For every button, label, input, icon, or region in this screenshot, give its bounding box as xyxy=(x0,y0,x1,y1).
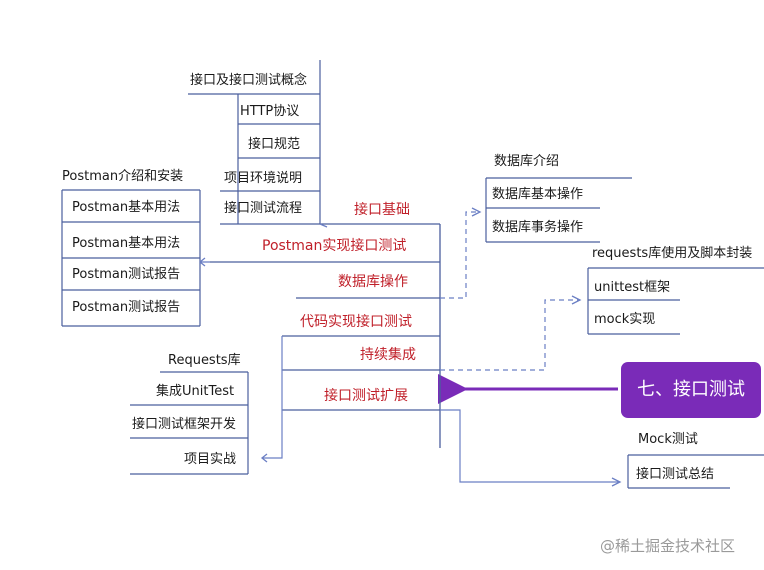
postman-item[interactable]: Postman基本用法 xyxy=(72,200,181,215)
postman-item[interactable]: Postman测试报告 xyxy=(72,267,181,282)
code-item[interactable]: 集成UnitTest xyxy=(156,384,235,399)
postman-title[interactable]: Postman介绍和安装 xyxy=(62,169,184,184)
basics-item[interactable]: 接口测试流程 xyxy=(224,201,303,216)
code-item[interactable]: 接口测试框架开发 xyxy=(132,417,237,432)
extension-item[interactable]: 接口测试总结 xyxy=(636,467,715,482)
basics-item[interactable]: 接口规范 xyxy=(248,137,301,152)
database-item[interactable]: 数据库事务操作 xyxy=(492,220,584,235)
watermark: @稀土掘金技术社区 xyxy=(600,537,736,555)
branch-extension[interactable]: 接口测试扩展 xyxy=(324,388,408,404)
branch-code-impl[interactable]: 代码实现接口测试 xyxy=(300,314,412,330)
branch-interface-basics[interactable]: 接口基础 xyxy=(354,202,410,218)
postman-item[interactable]: Postman测试报告 xyxy=(72,300,181,315)
ci-item[interactable]: unittest框架 xyxy=(594,280,671,295)
database-item[interactable]: 数据库基本操作 xyxy=(492,187,584,202)
center-node[interactable]: 七、接口测试 xyxy=(621,362,761,418)
database-title[interactable]: 数据库介绍 xyxy=(494,154,560,169)
branch-ci[interactable]: 持续集成 xyxy=(360,347,416,363)
basics-item[interactable]: HTTP协议 xyxy=(240,104,300,119)
ci-title[interactable]: requests库使用及脚本封装 xyxy=(592,246,753,261)
branch-postman[interactable]: Postman实现接口测试 xyxy=(262,238,407,254)
branch-database[interactable]: 数据库操作 xyxy=(338,274,408,290)
postman-item[interactable]: Postman基本用法 xyxy=(72,236,181,251)
extension-title[interactable]: Mock测试 xyxy=(638,432,698,447)
code-item[interactable]: 项目实战 xyxy=(184,452,237,467)
basics-item[interactable]: 接口及接口测试概念 xyxy=(190,73,308,88)
basics-item[interactable]: 项目环境说明 xyxy=(224,171,303,186)
code-title[interactable]: Requests库 xyxy=(168,353,241,368)
ci-item[interactable]: mock实现 xyxy=(594,312,656,327)
